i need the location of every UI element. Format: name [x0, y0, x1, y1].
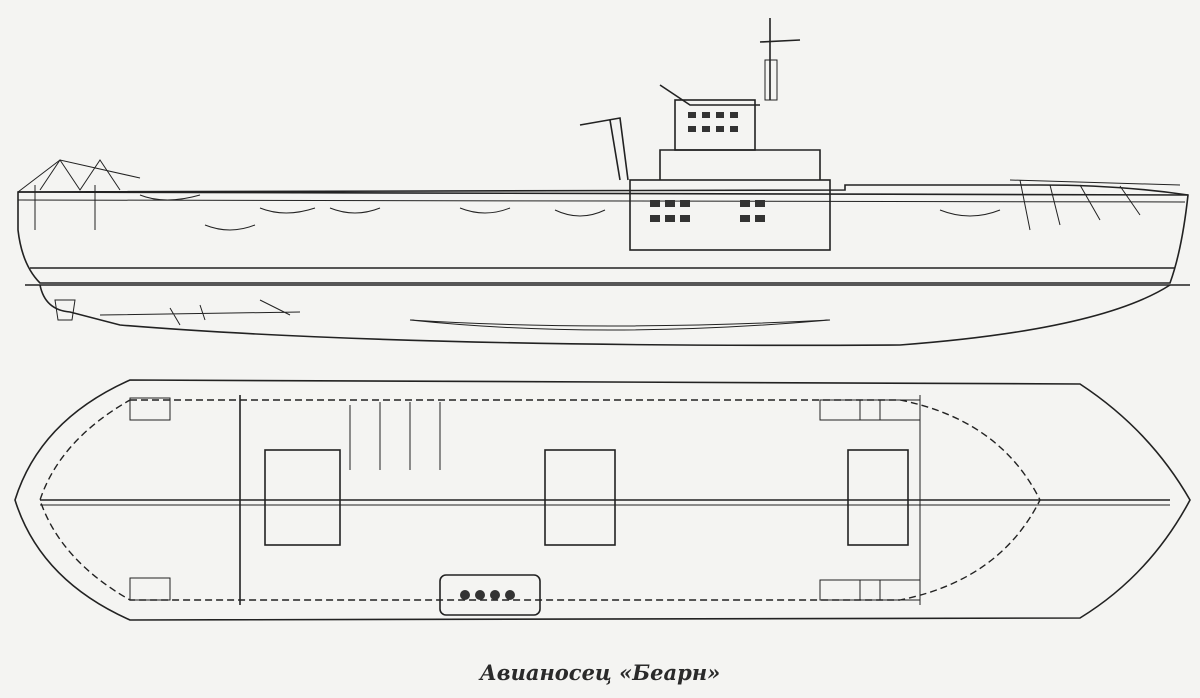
lifeboats	[139, 194, 1001, 231]
figure-caption: Авианосец «Беарн»	[479, 660, 721, 685]
aircraft-carrier-drawing	[14, 18, 1191, 621]
forward-elevator	[847, 449, 909, 546]
flight-deck-plan-view	[14, 379, 1191, 621]
aft-elevator	[264, 449, 341, 546]
island-plan	[439, 574, 541, 616]
centre-elevator	[544, 449, 616, 546]
side-profile-view	[17, 18, 1190, 347]
island-windows	[650, 112, 765, 222]
